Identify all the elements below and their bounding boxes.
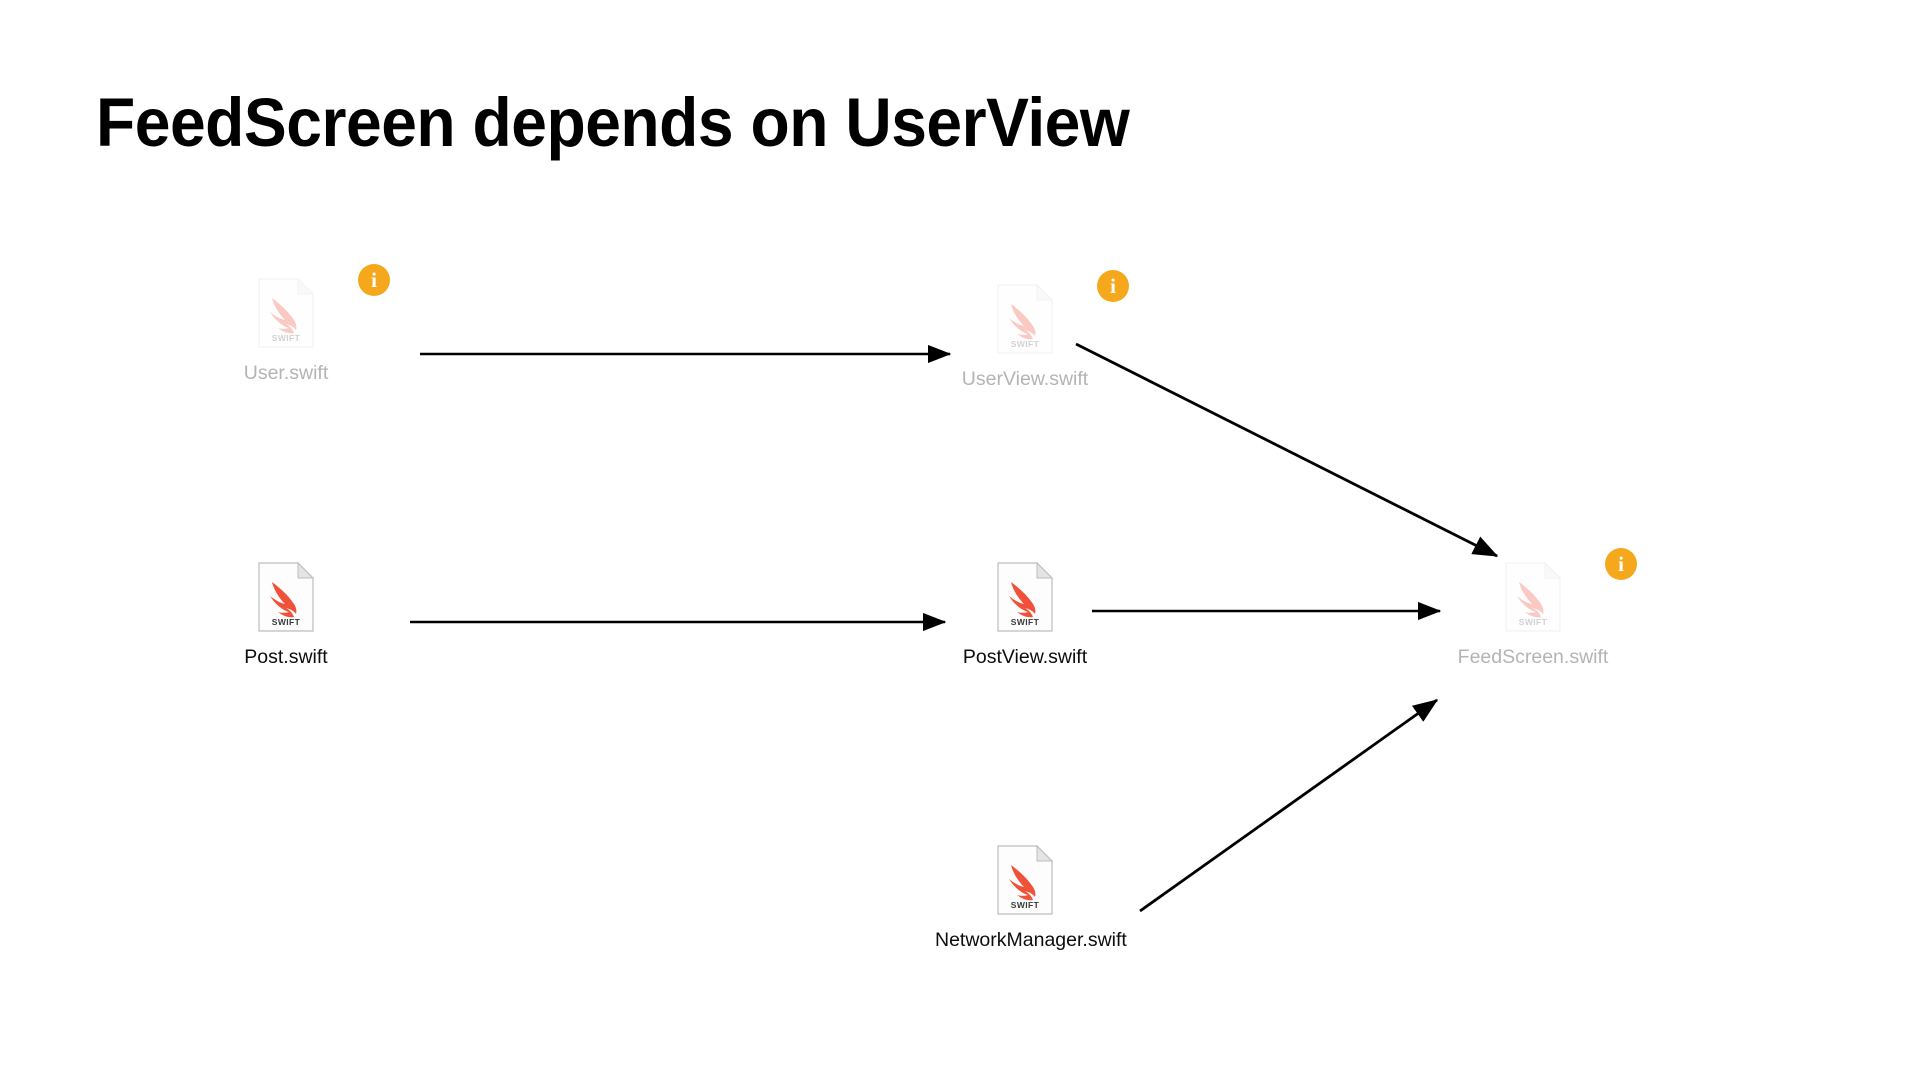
svg-text:SWIFT: SWIFT <box>272 333 301 343</box>
svg-text:SWIFT: SWIFT <box>1011 900 1040 910</box>
swift-file-icon: SWIFT <box>258 561 315 632</box>
node-userview[interactable]: SWIFT i UserView.swift <box>935 270 1129 391</box>
node-label: FeedScreen.swift <box>1457 646 1609 668</box>
swift-file-icon: SWIFT <box>258 277 315 348</box>
node-post[interactable]: SWIFT Post.swift <box>196 561 376 669</box>
node-label: PostView.swift <box>962 646 1088 668</box>
node-user[interactable]: SWIFT i User.swift <box>196 264 390 385</box>
swift-file-icon: SWIFT <box>997 844 1054 915</box>
node-label: User.swift <box>243 362 329 384</box>
node-label: UserView.swift <box>961 368 1089 390</box>
svg-text:SWIFT: SWIFT <box>1011 339 1040 349</box>
edge-userview-to-feedscreen <box>1075 342 1499 558</box>
info-badge-icon[interactable]: i <box>1097 270 1129 302</box>
info-badge-icon[interactable]: i <box>358 264 390 296</box>
node-networkmanager[interactable]: SWIFT NetworkManager.swift <box>935 844 1127 952</box>
page-title: FeedScreen depends on UserView <box>96 84 1130 161</box>
node-label: Post.swift <box>244 646 328 668</box>
info-badge-icon[interactable]: i <box>1605 548 1637 580</box>
swift-file-icon: SWIFT <box>1505 561 1562 632</box>
node-postview[interactable]: SWIFT PostView.swift <box>935 561 1115 669</box>
svg-text:SWIFT: SWIFT <box>272 617 301 627</box>
node-feedscreen[interactable]: SWIFT i FeedScreen.swift <box>1443 548 1637 669</box>
swift-file-icon: SWIFT <box>997 561 1054 632</box>
swift-file-icon: SWIFT <box>997 283 1054 354</box>
node-label: NetworkManager.swift <box>935 929 1127 951</box>
svg-text:SWIFT: SWIFT <box>1519 617 1548 627</box>
svg-text:SWIFT: SWIFT <box>1011 617 1040 627</box>
edge-networkmanager-to-feedscreen <box>1139 698 1439 913</box>
